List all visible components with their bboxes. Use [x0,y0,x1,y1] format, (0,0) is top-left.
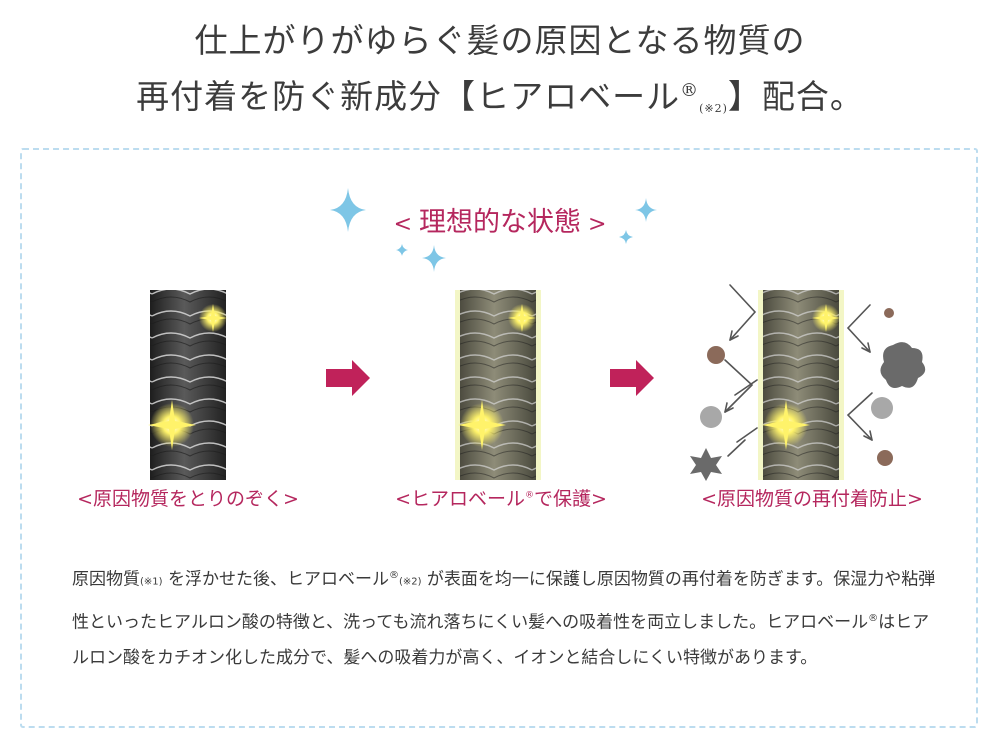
stage-label-protect-b: で保護> [534,488,607,510]
title-bracket-close: > [581,212,607,237]
sparkle-icon [458,304,536,450]
headline-note-ref: (※2) [699,102,728,115]
arrow-right-icon [326,360,370,396]
desc-part2: を浮かせた後、ヒアロベール [162,569,389,590]
desc-reg2: ® [868,612,879,624]
sparkle-icon [148,304,227,450]
description-paragraph: 原因物質(※1) を浮かせた後、ヒアロベール®(※2) が表面を均一に保護し原因… [72,558,944,676]
headline-line1: 仕上がりがゆらぐ髪の原因となる物質の [194,21,806,60]
headline-registered-mark: ® [680,80,700,101]
desc-part4: はヒアルロン酸をカチオン化した成分で、髪への吸着力が高く、イオンと結合しにくい特… [72,612,930,669]
desc-part3: が表面を均一に保護し原因物質の再付着を防ぎます。保湿力や粘弾性といったヒアルロン… [72,569,936,633]
particle-icon [690,308,926,481]
deflect-arrow-icon [846,304,873,441]
title-text: 理想的な状態 [419,207,581,238]
headline-line2-b: 】配合。 [727,77,864,116]
headline-line2: 再付着を防ぐ新成分【ヒアロベール®(※2)】配合。 [0,66,1000,134]
stage-label-protect-a: <ヒアロベール [395,488,525,510]
deflect-arrow-icon [724,284,758,457]
stage-label-protect: <ヒアロベール®で保護> [351,484,651,511]
registered-mark: ® [525,490,534,501]
desc-note2: (※2) [398,576,422,588]
stage-label-remove: <原因物質をとりのぞく> [77,488,299,510]
sparkle-icon [330,188,657,272]
title-bracket-open: < [393,212,419,237]
stage-label-prevent: <原因物質の再付着防止> [701,488,923,510]
desc-reg1: ® [388,570,399,581]
desc-note1: (※1) [140,576,163,588]
arrow-right-icon [610,360,654,396]
sparkle-icon [762,304,840,450]
ideal-state-title: < 理想的な状態 > [0,200,1000,239]
headline-line2-a: 再付着を防ぐ新成分【ヒアロベール [136,77,681,116]
headline: 仕上がりがゆらぐ髪の原因となる物質の 再付着を防ぐ新成分【ヒアロベール®(※2)… [0,16,1000,134]
desc-part1: 原因物質 [72,569,140,590]
